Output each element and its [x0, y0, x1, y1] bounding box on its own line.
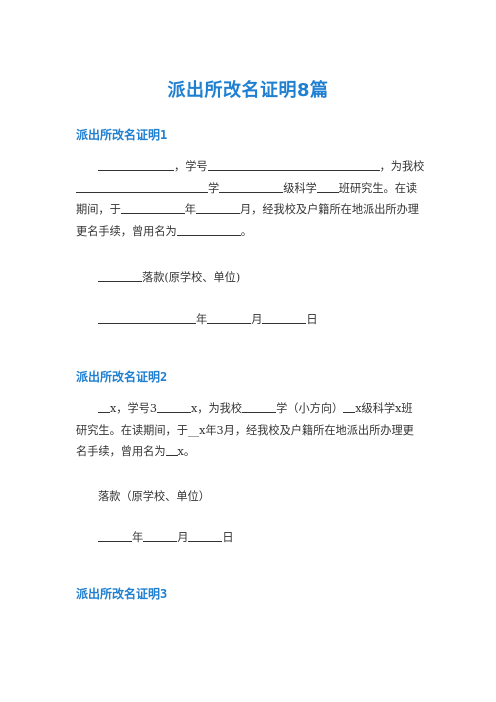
- section-3-heading: 派出所改名证明3: [76, 587, 168, 601]
- blank-field: [219, 180, 284, 193]
- blank-field: [207, 158, 380, 171]
- blank-field: [343, 400, 356, 413]
- section-1-heading: 派出所改名证明1: [76, 128, 168, 142]
- document-title: 派出所改名证明8篇: [167, 80, 329, 101]
- blank-field: [176, 223, 241, 236]
- blank-field: [157, 400, 191, 413]
- section-1-signature: 落款(原学校、单位): [76, 267, 428, 289]
- s1-line-3: 期间，于年月，经我校及户籍所在地派出所办理: [76, 201, 419, 216]
- blank-field: [143, 529, 178, 542]
- blank-field: [98, 529, 132, 542]
- s1-line-1: ，学号，为我校: [76, 156, 428, 178]
- section-1-date: 年月日: [76, 309, 428, 331]
- blank-field: [98, 158, 174, 171]
- blank-field: [316, 180, 339, 193]
- blank-field: [98, 269, 142, 282]
- blank-field: [98, 400, 110, 413]
- s1-line-4: 更名手续，曾用名为。: [76, 223, 252, 238]
- section-1-paragraph: ，学号，为我校 学级科学班研究生。在读 期间，于年月，经我校及户籍所在地派出所办…: [76, 156, 428, 242]
- blank-field: [262, 311, 307, 324]
- section-2-heading: 派出所改名证明2: [76, 370, 168, 384]
- blank-field: [120, 201, 185, 214]
- blank-field: [98, 311, 196, 324]
- blank-field: [188, 529, 223, 542]
- blank-field: [242, 400, 277, 413]
- blank-field: [76, 180, 208, 193]
- section-2-date: 年月日: [76, 527, 428, 549]
- s1-line-2: 学级科学班研究生。在读: [76, 178, 428, 200]
- blank-field: [165, 443, 178, 456]
- blank-field: [195, 201, 240, 214]
- section-2-signature: 落款（原学校、单位）: [98, 490, 210, 503]
- blank-field: [207, 311, 252, 324]
- s2-line-2: 研究生。在读期间，于__x年3月，经我校及户籍所在地派出所办理更: [76, 423, 414, 437]
